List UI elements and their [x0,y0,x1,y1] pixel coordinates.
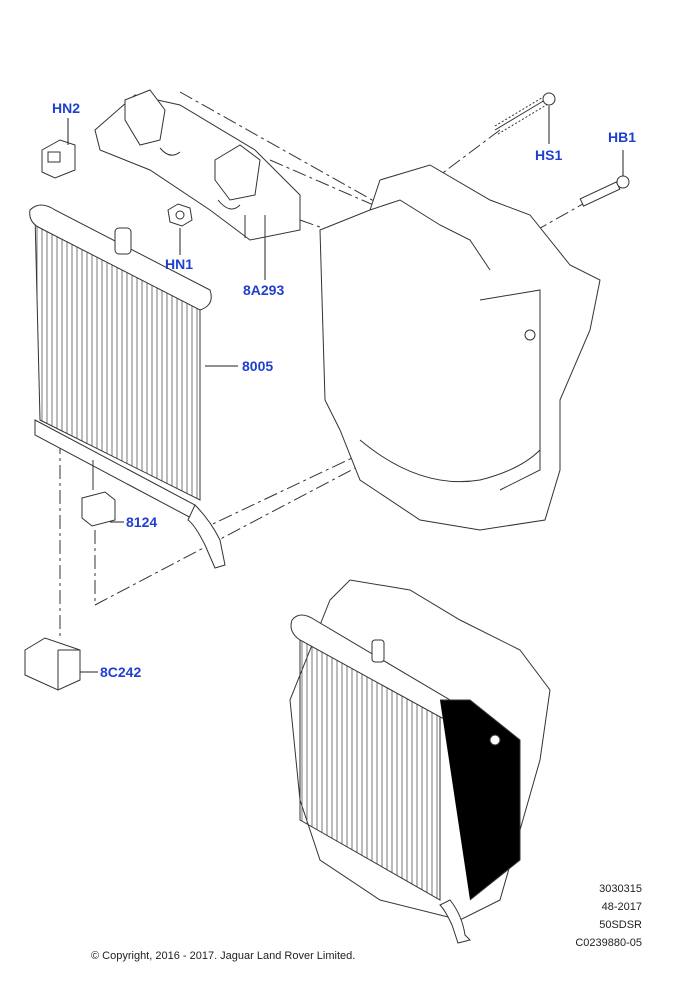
callout-hb1[interactable]: HB1 [608,129,637,145]
reference-block: 3030315 48-2017 50SDSR C0239880-05 [575,880,642,952]
copyright-notice: © Copyright, 2016 - 2017. Jaguar Land Ro… [91,950,356,962]
callout-hs1[interactable]: HS1 [535,147,563,163]
nut-hn1[interactable] [167,203,193,227]
clip-hn2[interactable] [41,139,76,179]
upper-bracket-8a293[interactable] [94,89,301,241]
callout-hn1[interactable]: HN1 [165,256,194,272]
reference-line-4: C0239880-05 [575,937,642,949]
callout-8124[interactable]: 8124 [126,514,158,530]
reference-line-2: 48-2017 [601,901,642,913]
bolt-hb1[interactable] [579,175,630,207]
fan-shroud[interactable] [319,164,601,531]
bracket-8c242[interactable] [24,637,81,691]
reference-line-1: 3030315 [599,883,642,895]
callout-8a293[interactable]: 8A293 [243,282,285,298]
leader-lines [67,106,624,673]
callout-8005[interactable]: 8005 [242,358,274,374]
screw-hs1[interactable] [494,92,556,135]
callout-hn2[interactable]: HN2 [52,100,81,116]
assembled-radiator-view [289,579,551,944]
reference-line-3: 50SDSR [599,919,642,931]
callout-8c242[interactable]: 8C242 [100,664,142,680]
grommet-8124[interactable] [81,491,116,527]
radiator-8005[interactable] [29,204,226,569]
